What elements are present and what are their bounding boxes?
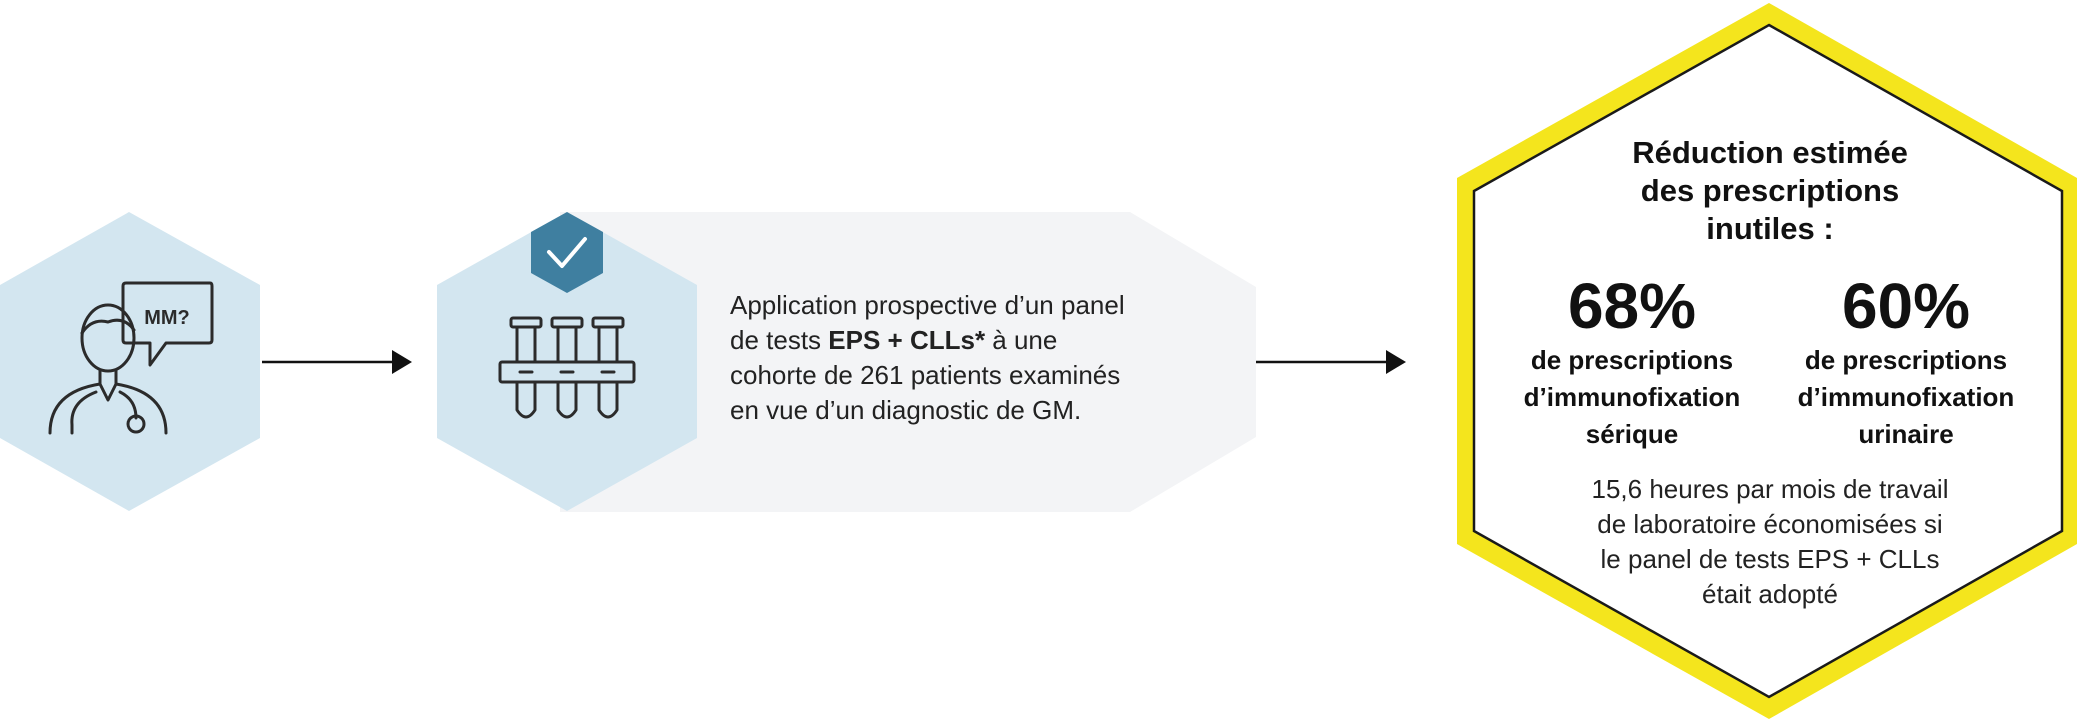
- result-hexagon-inner: [1472, 23, 2064, 699]
- stat-value: 68%: [1567, 270, 1697, 342]
- arrow-1: [262, 350, 412, 374]
- doctor-icon: MM?: [48, 281, 214, 435]
- bubble-label: MM?: [144, 307, 190, 329]
- step1-hexagon: [0, 212, 260, 511]
- result-footer-note: 15,6 heures par mois de travail de labor…: [1591, 474, 1949, 609]
- test-tubes-icon: [498, 316, 636, 419]
- step2-description: Application prospective d’un panel de te…: [730, 290, 1125, 425]
- stat-description: de prescriptions d’immunofixation sériqu…: [1523, 345, 1741, 449]
- result-title: Réduction estimée des prescriptions inut…: [1632, 135, 1908, 246]
- stat-value: 60%: [1841, 270, 1971, 342]
- arrow-2: [1256, 350, 1406, 374]
- step2-panel: [560, 212, 1256, 512]
- checkmark-icon: [547, 237, 587, 268]
- stat-urine: 60% de prescriptions d’immunofixation ur…: [1776, 270, 2036, 453]
- stat-serum: 68% de prescriptions d’immunofixation sé…: [1502, 270, 1762, 453]
- stat-description: de prescriptions d’immunofixation urinai…: [1797, 345, 2015, 449]
- check-badge: [531, 212, 603, 293]
